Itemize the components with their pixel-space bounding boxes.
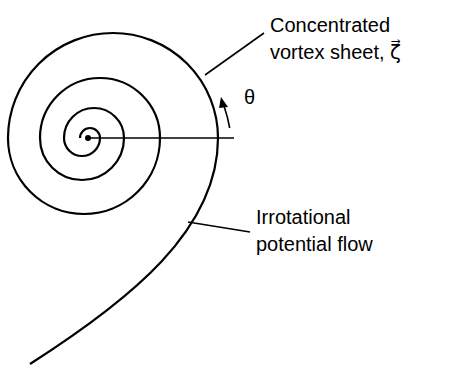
theta-arc-arrow (224, 106, 230, 128)
spiral-vortex-sheet (8, 33, 218, 364)
leader-line (205, 33, 264, 75)
callout-label: Concentrated vortex sheet, ζ⃗ (270, 12, 450, 66)
theta-reference-line (88, 137, 234, 139)
region-label: Irrotational potential flow (256, 204, 416, 258)
theta-arrowhead (219, 97, 228, 108)
leader-line (188, 222, 250, 232)
angle-symbol: θ (244, 84, 268, 111)
